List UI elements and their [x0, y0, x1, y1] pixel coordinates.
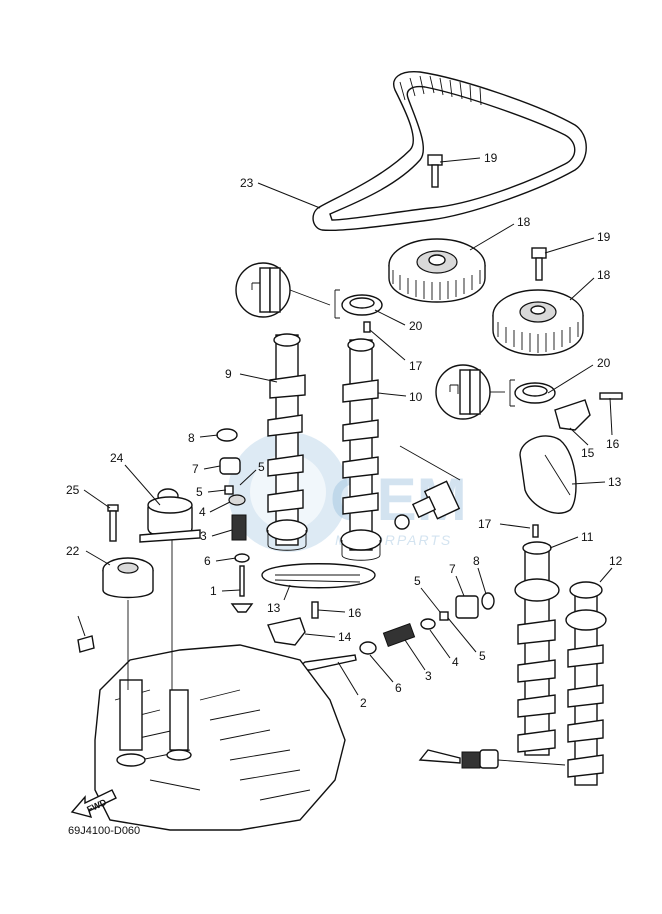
callout-23: 22 [66, 544, 80, 558]
callout-16-right: 16 [606, 437, 620, 451]
valve-assembly-right [418, 749, 566, 769]
crank-pulley-23 [102, 557, 154, 599]
callout-5-b: 5 [196, 485, 203, 499]
camshaft-12 [514, 524, 560, 756]
oil-seal-inset-right [435, 364, 556, 420]
camshaft-10 [340, 321, 382, 561]
callout-21: 23 [240, 176, 254, 190]
bolt-19-right [531, 247, 547, 281]
callouts: 23 19 18 19 18 20 17 20 9 10 16 15 [66, 151, 623, 710]
callout-20-upper: 20 [409, 319, 423, 333]
cam-pulley-upper [388, 238, 486, 303]
bolt-19-upper [427, 154, 443, 188]
callout-12: 11 [581, 530, 594, 544]
callout-5-a: 5 [258, 460, 265, 474]
callout-3-center: 3 [425, 669, 432, 683]
cam-pulley-right [492, 289, 584, 356]
callout-17-upper: 17 [409, 359, 423, 373]
callout-18-right: 18 [597, 268, 611, 282]
valve-assembly-center [394, 445, 461, 530]
callout-19-right: 19 [597, 230, 611, 244]
callout-2: 2 [360, 696, 367, 710]
callout-1: 1 [210, 584, 217, 598]
camshaft-11 [565, 581, 607, 786]
callout-8-left: 8 [188, 431, 195, 445]
callout-11: 12 [609, 554, 623, 568]
callout-24: 25 [66, 483, 80, 497]
callout-10: 10 [409, 390, 423, 404]
callout-5-c: 5 [414, 574, 421, 588]
callout-7-left: 7 [192, 462, 199, 476]
key-25 [77, 635, 95, 653]
callout-6-left: 6 [204, 554, 211, 568]
callout-22: 24 [110, 451, 124, 465]
callout-4-center: 4 [452, 655, 459, 669]
callout-4: 4 [199, 505, 206, 519]
callout-13-right: 13 [608, 475, 622, 489]
camshaft-9 [266, 333, 308, 551]
callout-16-center: 16 [348, 606, 362, 620]
timing-belt [312, 71, 587, 232]
oil-seal-inset-upper [235, 262, 383, 319]
callout-18-upper: 18 [517, 215, 531, 229]
timing-chain-right [519, 435, 577, 514]
drawing-code: 69J4100-D060 [68, 825, 140, 837]
callout-8-center: 8 [473, 554, 480, 568]
callout-15: 15 [581, 446, 595, 460]
callout-9: 9 [225, 367, 232, 381]
timing-chain-center [261, 563, 376, 589]
callout-14: 14 [338, 630, 352, 644]
callout-13-center: 13 [267, 601, 281, 615]
callout-17-right: 17 [478, 517, 492, 531]
valve-assembly-lower [293, 592, 495, 671]
callout-5-d: 5 [479, 649, 486, 663]
callout-20-right: 20 [597, 356, 611, 370]
callout-7-center: 7 [449, 562, 456, 576]
callout-6-center: 6 [395, 681, 402, 695]
callout-3-left: 3 [200, 529, 207, 543]
tensioner-22 [139, 488, 201, 543]
chain-guide-15 [554, 392, 623, 431]
callout-19-upper: 19 [484, 151, 498, 165]
bolt-24 [107, 504, 119, 542]
chain-guide-14 [267, 601, 319, 646]
